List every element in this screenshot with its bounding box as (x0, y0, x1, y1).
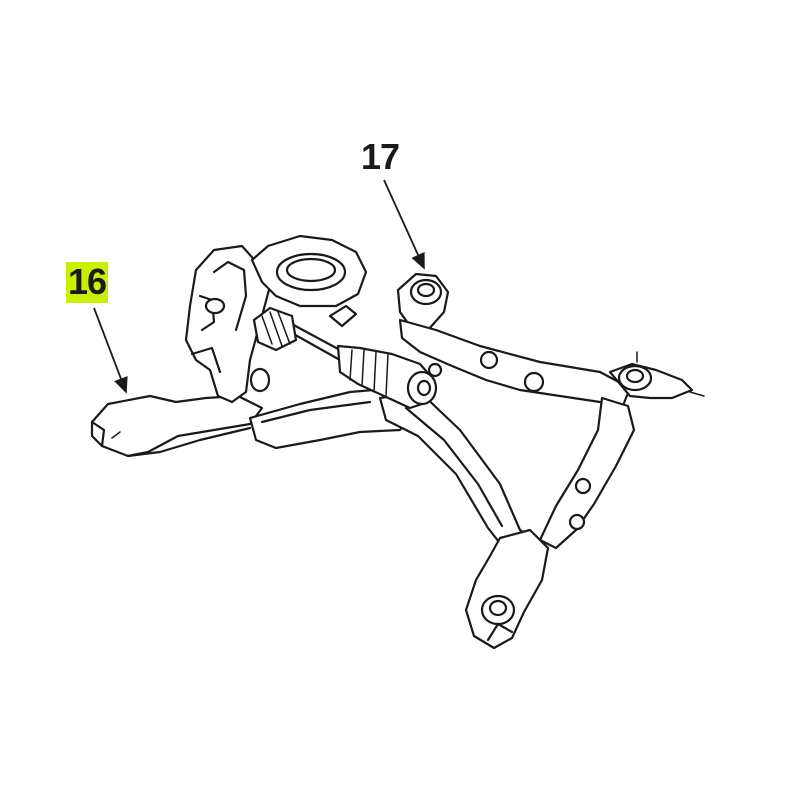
leader-line-17 (383, 179, 425, 270)
leader-line-16 (93, 307, 128, 394)
callout-16: 16 (66, 261, 109, 303)
callout-17: 17 (361, 136, 400, 177)
subframe-body (90, 234, 705, 650)
